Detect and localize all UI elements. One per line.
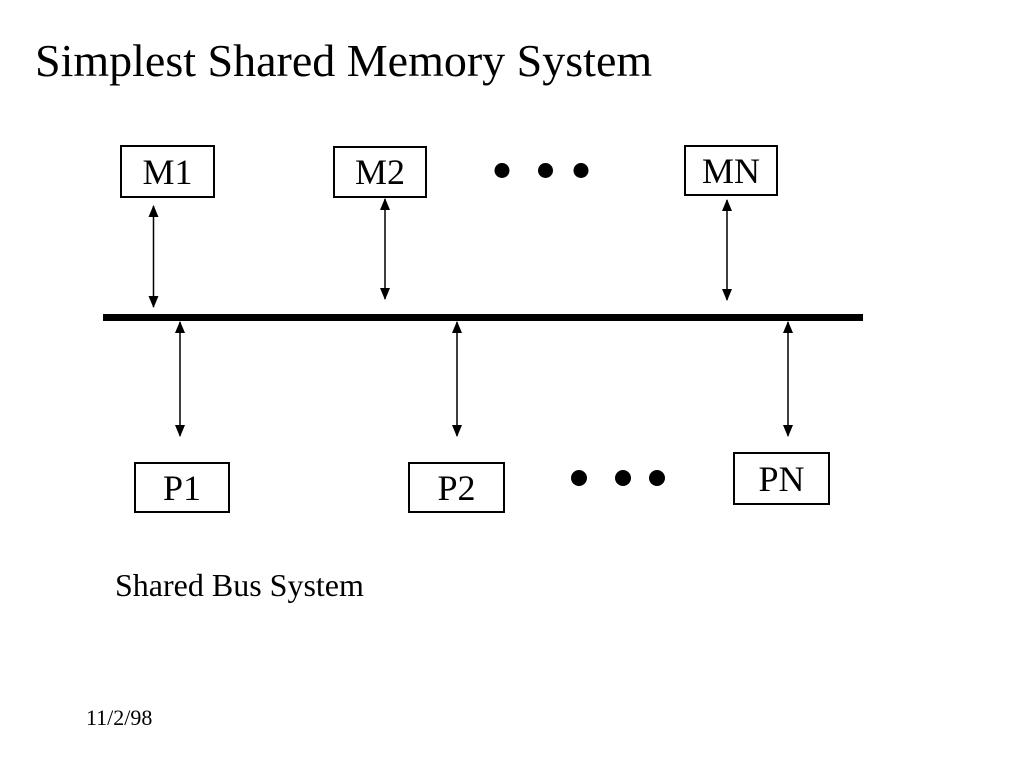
memory-ellipsis-icon	[494, 163, 589, 178]
slide-date: 11/2/98	[86, 705, 153, 730]
memory-box-m1-label: M1	[142, 151, 193, 192]
page-title: Simplest Shared Memory System	[35, 35, 653, 86]
processor-box-p2: P2	[408, 462, 505, 513]
processor-ellipsis-icon	[571, 470, 665, 486]
processor-box-pn-label: PN	[758, 458, 805, 499]
memory-box-mn: MN	[684, 145, 778, 196]
diagram-caption: Shared Bus System	[115, 567, 364, 603]
memory-box-mn-label: MN	[701, 150, 760, 191]
memory-box-m2: M2	[333, 146, 427, 198]
processor-box-p2-label: P2	[437, 467, 476, 508]
processor-box-p1: P1	[134, 462, 230, 513]
memory-box-m1: M1	[120, 145, 215, 198]
memory-box-m2-label: M2	[354, 152, 405, 192]
processor-box-p1-label: P1	[162, 467, 202, 508]
shared-bus-line	[103, 314, 863, 321]
processor-box-pn: PN	[733, 452, 830, 505]
